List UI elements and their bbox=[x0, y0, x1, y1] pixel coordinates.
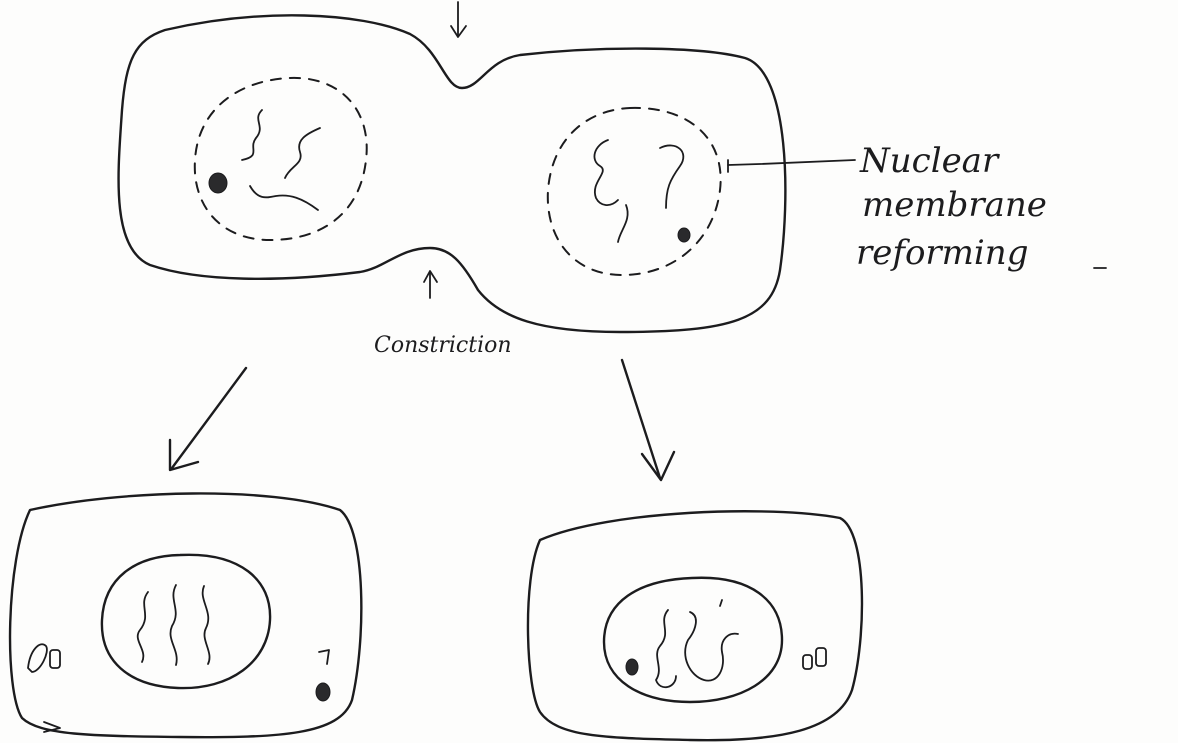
chromosome bbox=[684, 611, 739, 682]
left-nucleus bbox=[193, 76, 368, 242]
constriction-label: Constriction bbox=[374, 333, 512, 358]
label-line-1: Nuclear bbox=[859, 141, 1000, 181]
left-daughter-membrane bbox=[8, 492, 363, 739]
left-daughter-cell bbox=[8, 492, 363, 739]
chromosome bbox=[617, 204, 629, 243]
label-line-3: reforming bbox=[856, 233, 1028, 273]
chromosome bbox=[284, 127, 321, 179]
dividing-cell-membrane bbox=[117, 14, 787, 334]
constriction-top-arrow bbox=[450, 1, 467, 38]
dividing-cell bbox=[117, 1, 856, 334]
chromosome bbox=[659, 144, 685, 209]
chromosome bbox=[719, 599, 723, 607]
left-nuclear-membrane-dashed bbox=[193, 76, 368, 242]
right-daughter-membrane bbox=[526, 510, 864, 742]
chromosome bbox=[241, 109, 263, 161]
corner-mark bbox=[43, 721, 61, 733]
left-centriole-pair bbox=[27, 643, 61, 673]
chromosome bbox=[136, 591, 149, 663]
right-nuclear-membrane-dashed bbox=[546, 106, 722, 277]
right-nucleus bbox=[546, 106, 722, 277]
right-side-markings bbox=[315, 649, 331, 702]
centriole-dot bbox=[315, 682, 331, 702]
centriole-dot bbox=[208, 172, 228, 194]
centriole-dot bbox=[677, 227, 691, 243]
left-daughter-nuclear-membrane bbox=[100, 553, 272, 690]
centriole-dot bbox=[625, 658, 639, 676]
nuclear-membrane-label: Nuclear membrane reforming bbox=[856, 141, 1107, 273]
chromosome bbox=[169, 584, 178, 666]
right-daughter-nuclear-membrane bbox=[602, 576, 784, 704]
chromosome bbox=[655, 609, 677, 689]
constriction-label-group: Constriction bbox=[374, 270, 512, 358]
left-division-arrow bbox=[168, 366, 248, 472]
right-daughter-cell bbox=[526, 510, 864, 742]
label-line-2: membrane bbox=[862, 185, 1047, 225]
right-division-arrow bbox=[620, 358, 676, 482]
chromosome bbox=[249, 185, 319, 211]
right-centriole-pair bbox=[802, 647, 827, 670]
label-pointer-line bbox=[727, 159, 856, 166]
chromosome bbox=[201, 585, 211, 665]
chromosome bbox=[593, 139, 619, 206]
